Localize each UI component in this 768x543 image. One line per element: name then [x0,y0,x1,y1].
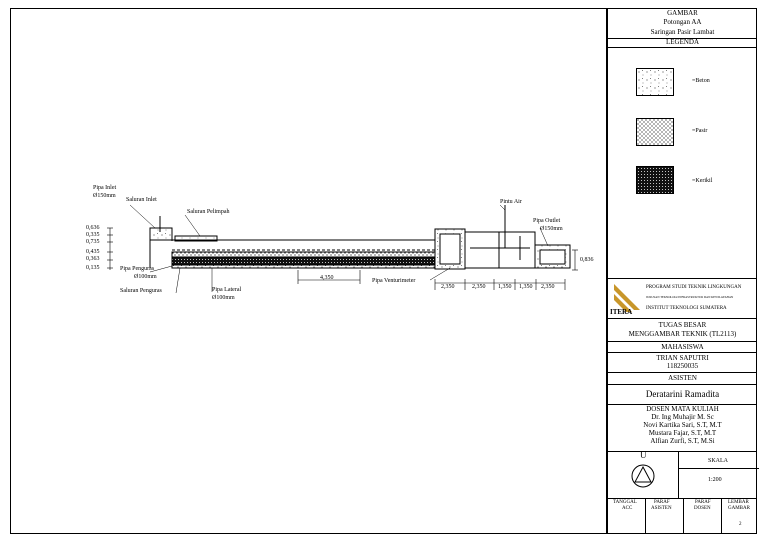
divider [608,352,757,353]
divider [608,278,757,279]
outlet-chambers [434,205,571,270]
pipa-outlet-diameter: Ø150mm [540,226,563,232]
title-block: GAMBAR Potongan AA Saringan Pasir Lambat… [606,8,759,534]
dosen-name: Mustara Fajar, S.T, M.T [648,429,717,437]
paraf-label: PARAF [695,500,711,505]
dimension-left-label: 4,350 [320,275,334,281]
dimension-bottom-label: 2,350 [441,284,455,290]
prodi-text: PROGRAM STUDI TEKNIK LINGKUNGAN [646,285,742,290]
right-dimension [572,249,578,271]
asisten-name: Deratarini Ramadita [645,389,720,399]
itera-logo: ITERA [610,280,644,318]
saluran-penguras-label: Saluran Penguras [120,288,162,294]
lembar-label: LEMBAR [728,500,749,505]
pipa-outlet-label: Pipa Outlet [533,218,561,224]
divider [608,384,757,385]
pipa-lateral-label: Pipa Lateral [212,287,242,293]
divider [608,498,757,499]
legend-label-pasir: =Pasir [692,128,708,134]
overflow-channel [171,230,218,242]
elevation-label: 0,363 [86,256,100,262]
elevation-scale [107,227,113,270]
inlet-chamber [149,216,173,268]
gambar-label: GAMBAR [728,506,750,511]
dosen-name: Alfian Zurfi, S.T, M.Si [650,437,715,445]
tugas-besar-text: TUGAS BESAR [658,321,707,329]
course-text: MENGGAMBAR TEKNIK (TL2113) [628,330,737,338]
potongan-title: Potongan AA [663,18,702,26]
filter-box [171,239,436,269]
acc-label: ACC [622,506,633,511]
divider [683,498,684,534]
pipa-inlet-diameter: Ø150mm [93,193,116,199]
tanggal-label: TANGGAL [613,500,637,505]
asisten-label: ASISTEN [651,506,672,511]
divider [608,318,757,319]
elevation-label: 0,735 [86,239,100,245]
divider [608,404,757,405]
saluran-pelimpah-label: Saluran Pelimpah [187,209,230,215]
elevation-label: 0,435 [86,249,100,255]
divider [608,372,757,373]
dosen-label: DOSEN [694,506,711,511]
north-arrow-icon [630,463,656,494]
dimension-right-label: 0,836 [580,257,594,263]
pipa-lateral-diameter: Ø100mm [212,295,235,301]
dimension-bottom-label: 1,350 [498,284,512,290]
dimension-bottom-label: 2,350 [472,284,486,290]
leader-lines [129,204,549,294]
paraf-label: PARAF [654,500,670,505]
mahasiswa-heading: MAHASISWA [661,343,704,351]
divider [608,47,757,48]
lembar-number: 2 [739,522,742,527]
dosen-heading: DOSEN MATA KULIAH [646,405,719,413]
subject-title: Saringan Pasir Lambat [650,28,715,36]
pipa-penguras-label: Pipa Penguras [120,266,155,272]
dosen-name: Novi Kartika Sari, S.T, M.T [643,421,722,429]
jurusan-text: JURUSAN TEKNOLOGI INFRASTRUKTUR DAN KEWI… [646,295,734,299]
dimension-bottom-label: 1,350 [519,284,533,290]
pipa-penguras-diameter: Ø100mm [134,274,157,280]
elevation-label: 0,335 [86,232,100,238]
pipa-venturimeter-label: Pipa Venturimeter [372,278,416,284]
skala-value: 1:200 [708,477,722,483]
asisten-heading: ASISTEN [668,374,697,382]
divider [645,498,646,534]
pintu-air-label: Pintu Air [500,199,522,205]
legenda-heading: LEGENDA [665,38,700,46]
institut-text: INSTITUT TEKNOLOGI SUMATERA [646,306,727,311]
divider [678,468,759,469]
dosen-name: Dr. Ing Muhajir M. Sc [651,413,714,421]
legend-label-beton: =Beton [692,78,710,84]
north-label: U [640,450,647,460]
legend-swatch-beton [636,68,674,96]
gambar-heading: GAMBAR [667,9,698,17]
itera-logo-text: ITERA [610,308,633,316]
pipa-inlet-label: Pipa Inlet [93,185,117,191]
divider [721,498,722,534]
elevation-label: 0,636 [86,225,100,231]
mahasiswa-name: TRIAN SAPUTRI [656,354,709,362]
divider [678,451,679,498]
skala-heading: SKALA [708,458,729,464]
divider [608,451,757,452]
dimension-bottom-label: 2,350 [541,284,555,290]
drawing-sheet-border [10,8,757,534]
mahasiswa-nim: 118250035 [666,362,699,370]
bottom-dimensions [297,270,566,290]
legend-label-kerikil: =Kerikil [692,178,713,184]
saluran-inlet-label: Saluran Inlet [126,197,157,203]
elevation-label: 0,135 [86,265,100,271]
divider [608,341,757,342]
legend-swatch-pasir [636,118,674,146]
divider [608,38,757,39]
legend-swatch-kerikil [636,166,674,194]
